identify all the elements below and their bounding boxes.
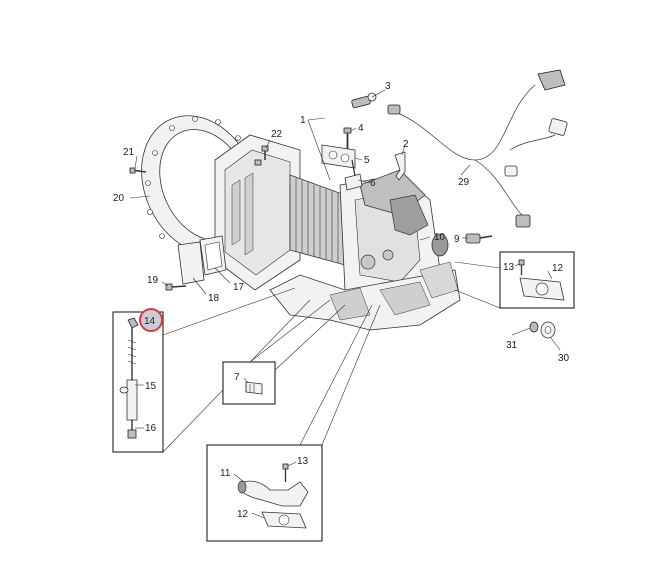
callout-21: 21	[123, 147, 135, 158]
callout-6: 6	[370, 178, 376, 189]
wiring-harness-part-29	[387, 69, 568, 228]
bolt-part-21	[129, 167, 147, 174]
highlight-ring-14	[139, 308, 163, 332]
plate-part-18	[177, 241, 205, 285]
callout-13-right: 13	[503, 262, 515, 273]
callout-1: 1	[300, 115, 306, 126]
inset-box-dipstick	[112, 287, 311, 453]
sensor-part-9	[465, 233, 493, 244]
gasket-part-5	[321, 144, 356, 169]
callout-20: 20	[113, 193, 125, 204]
callout-labels: 3 4 5 6 2 1 22 21 20 17 18 19 10 9 29 13…	[113, 81, 570, 520]
bracket-part-6	[344, 159, 363, 191]
bolt-part-19	[165, 283, 187, 291]
sensor-part-3	[351, 92, 377, 109]
callout-17: 17	[233, 282, 245, 293]
callout-29: 29	[458, 177, 470, 188]
inset-leader-lines	[135, 263, 553, 519]
callout-12-bottom: 12	[237, 509, 249, 520]
callout-31: 31	[506, 340, 518, 351]
callout-19: 19	[147, 275, 159, 286]
callout-16: 16	[145, 423, 157, 434]
callout-7: 7	[234, 372, 240, 383]
callout-13-bottom: 13	[297, 456, 309, 467]
inset-box-plug	[222, 299, 346, 405]
callout-14: 14	[144, 316, 156, 327]
callout-10: 10	[434, 232, 446, 243]
inset-box-gasket	[454, 251, 575, 309]
callout-9: 9	[454, 234, 460, 245]
callout-3: 3	[385, 81, 391, 92]
callout-4: 4	[358, 123, 364, 134]
cover-part-17	[199, 235, 227, 276]
callout-12-right: 12	[552, 263, 564, 274]
transmission-housing	[214, 134, 461, 331]
callout-15: 15	[145, 381, 157, 392]
callout-11: 11	[220, 468, 231, 479]
bolt-part-22	[254, 145, 269, 166]
inset-box-elbow	[206, 304, 381, 542]
callout-30: 30	[558, 353, 570, 364]
washer-part-31	[529, 321, 539, 333]
leader-lines	[129, 89, 561, 351]
callout-5: 5	[364, 155, 370, 166]
bolt-part-4	[343, 127, 352, 150]
callout-18: 18	[208, 293, 220, 304]
callout-2: 2	[403, 139, 409, 150]
callout-22: 22	[271, 129, 283, 140]
clip-part-2	[394, 151, 406, 181]
seal-part-30	[540, 321, 556, 339]
